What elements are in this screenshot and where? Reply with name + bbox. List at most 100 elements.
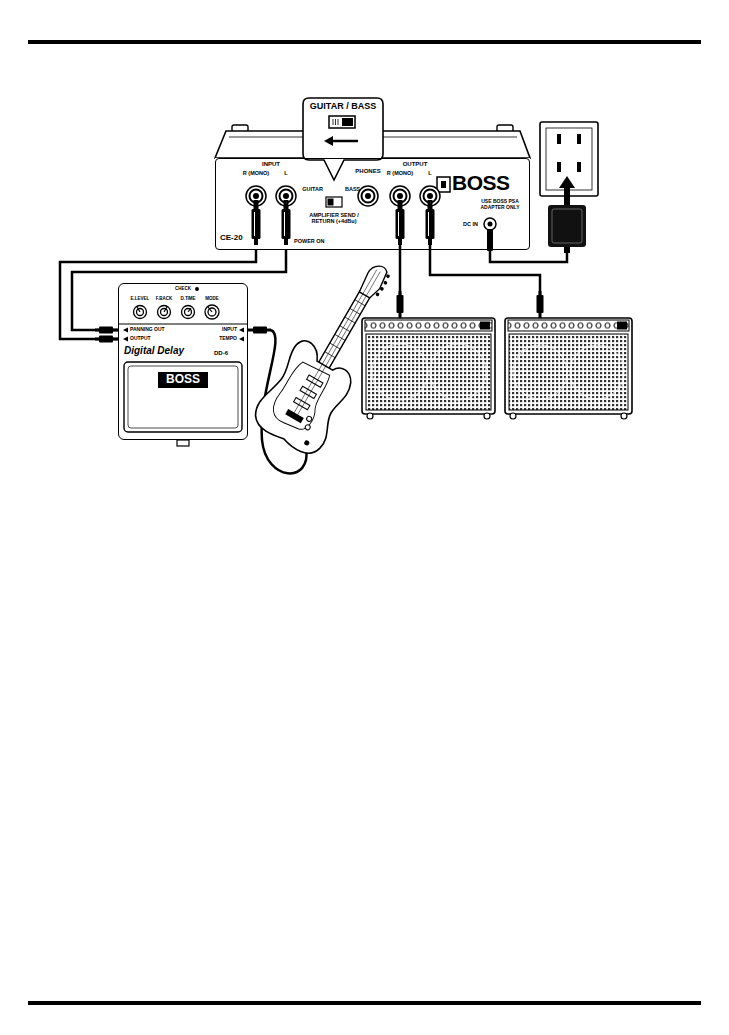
cable-plug — [95, 327, 118, 334]
guitar-amplifier — [362, 318, 495, 419]
power-cable — [490, 251, 567, 262]
guitar-amplifier — [617, 322, 627, 330]
jack-label: L — [284, 170, 287, 176]
pedal-name: Digital Delay — [124, 345, 184, 357]
chorus-pedal-body — [328, 199, 334, 206]
switch-callout-shape — [324, 136, 333, 146]
cable-plug — [487, 229, 493, 251]
jack-group-label: INPUT — [262, 161, 280, 168]
cable-plug — [537, 291, 544, 318]
delay-pedal-detail — [118, 324, 248, 325]
knob-label: F.BACK — [156, 296, 173, 301]
delay-pedal-detail — [137, 307, 212, 312]
switch-callout-shape — [303, 98, 383, 180]
delay-pedal-detail — [239, 337, 244, 342]
guitar-amplifier — [430, 344, 486, 400]
chorus-pedal-body — [441, 181, 446, 188]
delay-pedal-detail — [239, 328, 244, 333]
electric-guitar — [306, 415, 313, 422]
chorus-pedal-body — [326, 197, 342, 207]
guitar-amplifier — [366, 334, 491, 410]
cable-plug — [397, 291, 404, 318]
indicator-label: CHECK — [175, 286, 191, 291]
amplifier-cable — [399, 245, 402, 296]
guitar-amplifier — [570, 345, 624, 399]
electric-guitar — [248, 335, 364, 459]
guitar-amplifier — [480, 322, 490, 330]
switch-note: AMPLIFIER SEND / RETURN (+4dBu) — [309, 212, 359, 225]
power-note: USE BOSS PSA ADAPTER ONLY — [477, 199, 523, 211]
power-cable — [490, 251, 567, 262]
delay-pedal-detail — [195, 287, 199, 291]
switch-callout-shape — [329, 116, 355, 128]
brand-logo: BOSS — [452, 171, 510, 195]
switch-name: GUITAR / BASS — [310, 101, 376, 111]
delay-pedal-detail — [123, 328, 128, 333]
jack-label: PHONES — [355, 168, 380, 175]
cable-plug — [248, 327, 271, 334]
delay-pedal-detail — [177, 440, 189, 446]
page-rule — [28, 40, 701, 44]
jack-label: INPUT — [222, 327, 237, 333]
wall-outlet — [577, 134, 581, 144]
wall-outlet — [577, 162, 581, 172]
page-rule — [28, 40, 701, 1005]
guitar-amplifier — [508, 320, 629, 331]
electric-guitar — [248, 247, 414, 459]
model-name: DD-6 — [214, 350, 228, 357]
jack-label: R (MONO) — [387, 170, 413, 176]
model-name: CE-20 — [220, 233, 243, 242]
electric-guitar — [386, 274, 391, 279]
switch-callout-shape — [333, 119, 338, 125]
amplifier-cable — [430, 245, 540, 296]
switch-callout: GUITAR / BASS — [303, 98, 383, 160]
ac-adapter — [548, 205, 586, 247]
jack-label: DC IN — [463, 221, 478, 227]
chorus-pedal-body — [215, 158, 530, 250]
knob-label: MODE — [205, 296, 219, 301]
electric-guitar — [285, 409, 304, 423]
jack-label: TEMPO — [219, 336, 237, 342]
guitar-amplifier — [367, 413, 373, 419]
electric-guitar — [379, 286, 384, 291]
amplifier-cable — [400, 245, 540, 296]
knob-label: D.TIME — [180, 296, 195, 301]
page-rule — [28, 1001, 701, 1005]
delay-pedal-detail — [134, 305, 220, 319]
wall-outlet — [557, 162, 561, 172]
jack-label: R (MONO) — [243, 170, 269, 176]
jack-label: L — [428, 170, 431, 176]
ac-adapter — [552, 209, 582, 243]
cable-plug — [426, 200, 435, 245]
electric-guitar — [268, 358, 336, 435]
guitar-amplifier — [484, 413, 490, 419]
brand-logo: BOSS — [158, 372, 208, 388]
delay-pedal-detail — [118, 287, 248, 446]
guitar-amplifier — [372, 344, 428, 400]
electric-guitar — [293, 270, 380, 417]
switch-position-label: BASS — [345, 186, 360, 192]
cable-plug — [95, 336, 118, 343]
guitar-amplifier — [505, 318, 632, 419]
guitar-amplifier — [513, 345, 567, 399]
switch-callout-shape — [342, 118, 353, 126]
cable-plug — [252, 200, 261, 245]
guitar-amplifier — [362, 318, 495, 414]
guitar-amplifier — [505, 318, 632, 414]
chorus-pedal-body — [437, 177, 450, 192]
electric-guitar — [375, 292, 380, 297]
guitar-amplifier — [509, 334, 628, 410]
cable-plug — [397, 291, 544, 318]
cable-plug — [95, 327, 271, 343]
electric-guitar — [303, 439, 310, 446]
cable-plug — [252, 200, 494, 251]
jack-group-label: OUTPUT — [403, 161, 428, 168]
knob-label: E.LEVEL — [131, 296, 150, 301]
switch-position-label: GUITAR — [302, 186, 323, 192]
jack-label: OUTPUT — [130, 336, 151, 342]
guitar-amplifier — [621, 413, 627, 419]
jack-label: PANNING OUT — [130, 327, 165, 333]
